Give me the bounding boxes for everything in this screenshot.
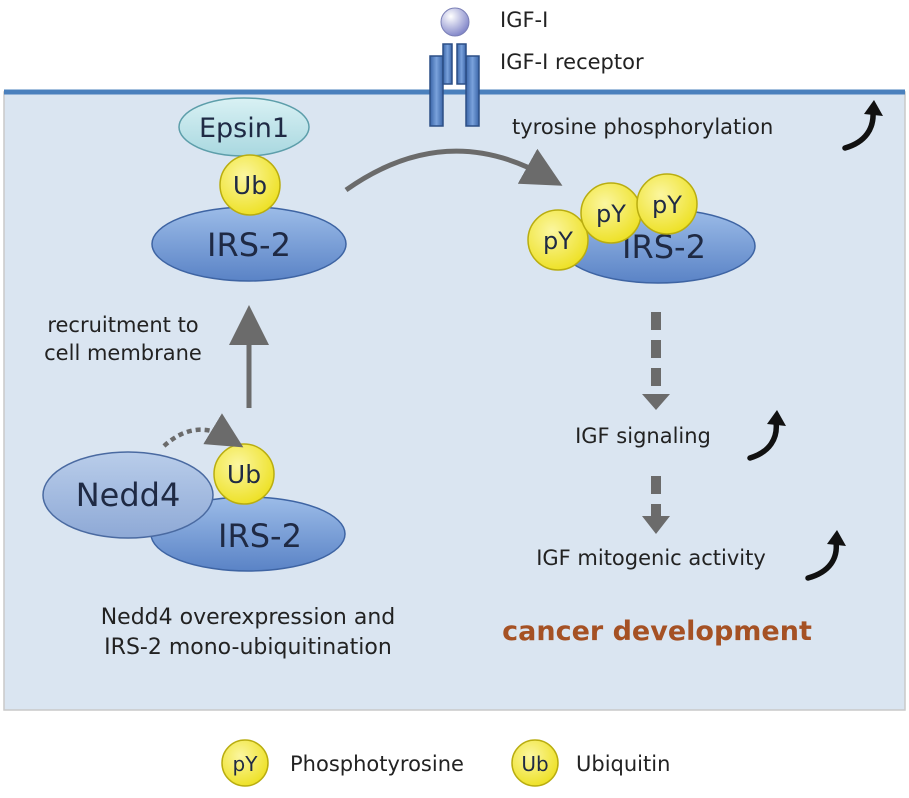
receptor-label: IGF-I receptor [500, 50, 644, 74]
ubiquitination-dotted-arrow [162, 413, 244, 448]
nedd4-label: Nedd4 [76, 476, 181, 514]
mitogenic-dashed-arrowhead [642, 516, 670, 534]
ub-circle-top-left [219, 154, 281, 216]
caption-line1: Nedd4 overexpression and [101, 605, 396, 630]
signaling-dashed-arrowhead [642, 394, 670, 410]
legend-ub-symbol: Ub [521, 752, 548, 776]
igf1-ligand [440, 7, 470, 37]
epsin1-label: Epsin1 [199, 113, 289, 144]
caption-line2: IRS-2 mono-ubiquitination [104, 635, 392, 660]
nedd4-oval [42, 451, 214, 539]
ub-label-bottom-left: Ub [227, 460, 261, 489]
recruitment-label-line2: cell membrane [44, 341, 202, 365]
py-label-2: pY [596, 200, 626, 228]
ub-label-top-left: Ub [233, 171, 267, 200]
signaling-up-arrow-head [767, 410, 786, 426]
signaling-label: IGF signaling [575, 424, 711, 448]
tyrosine-up-arrow [842, 109, 876, 151]
py-circle-1 [527, 209, 589, 271]
cancer-development-label: cancer development [502, 616, 812, 647]
signaling-up-arrow [747, 419, 780, 461]
mitogenic-up-arrow [805, 539, 840, 581]
irs2-label-top-left: IRS-2 [207, 226, 291, 264]
py-label-1: pY [543, 227, 573, 255]
legend: pY Phosphotyrosine Ub Ubiquitin [221, 739, 670, 787]
phosphorylation-arrow [344, 148, 563, 193]
mitogenic-up-arrow-head [827, 530, 846, 546]
tyrosine-up-arrow-head [864, 100, 883, 116]
ub-circle-bottom-left [213, 443, 275, 505]
irs2-label-bottom-left: IRS-2 [218, 517, 302, 555]
legend-ub-label: Ubiquitin [576, 752, 670, 776]
igf-receptor [429, 43, 480, 127]
recruitment-label-line1: recruitment to [47, 313, 198, 337]
py-circle-3 [636, 173, 698, 235]
legend-py-symbol: pY [233, 752, 259, 776]
cell-body [3, 91, 906, 711]
legend-ub-circle [511, 739, 559, 787]
py-label-3: pY [652, 191, 682, 219]
tyrosine-label: tyrosine phosphorylation [512, 115, 773, 139]
igf1-label: IGF-I [500, 8, 548, 32]
legend-py-label: Phosphotyrosine [290, 752, 464, 776]
legend-py-circle [221, 739, 269, 787]
mitogenic-label: IGF mitogenic activity [536, 546, 766, 570]
